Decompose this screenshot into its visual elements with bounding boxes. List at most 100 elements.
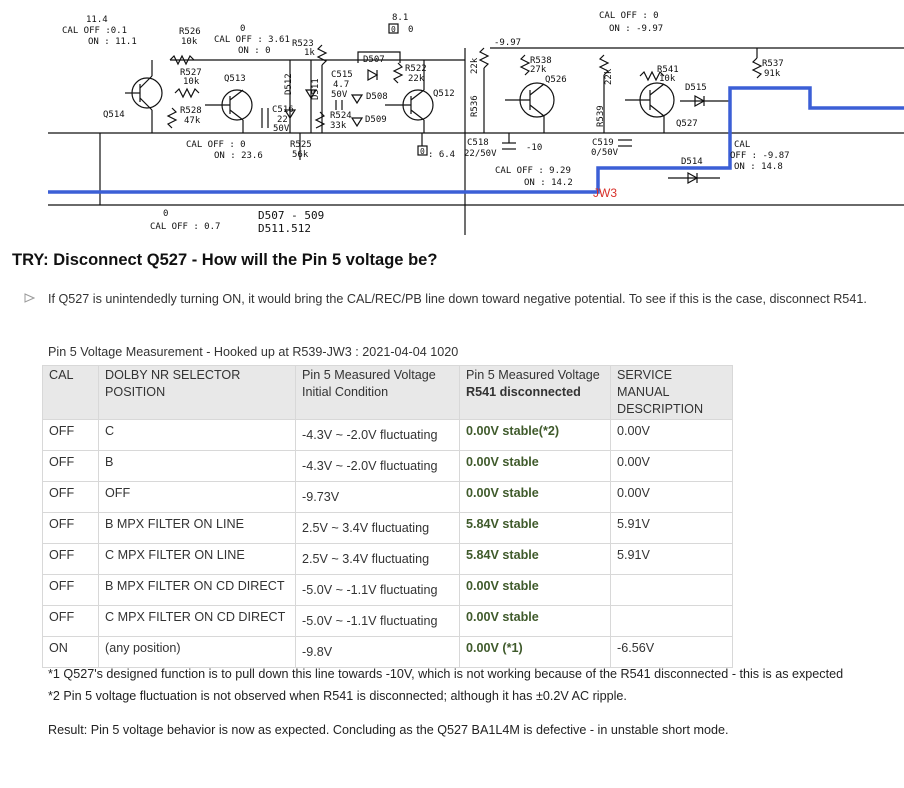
cell-manual-voltage: 5.91V xyxy=(610,512,733,544)
bullet-arrow-icon xyxy=(24,293,35,303)
sch-label: Q526 xyxy=(545,75,567,85)
sch-label: ON : 14.2 xyxy=(524,178,573,188)
sch-label: 10k xyxy=(181,37,198,47)
cell-initial-voltage: 2.5V ~ 3.4V fluctuating xyxy=(295,512,460,544)
sch-label: CAL OFF : 0.7 xyxy=(150,222,220,232)
cell-initial-voltage: -5.0V ~ -1.1V fluctuating xyxy=(295,605,460,637)
sch-label: Q513 xyxy=(224,74,246,84)
cell-disconnected-voltage: 0.00V stable(*2) xyxy=(459,419,611,451)
cell-position: C MPX FILTER ON LINE xyxy=(98,543,296,575)
table-caption: Pin 5 Voltage Measurement - Hooked up at… xyxy=(48,345,459,359)
sch-label: R537 xyxy=(762,59,784,69)
sch-label: C515 xyxy=(331,70,353,80)
col-header-dolby: DOLBY NR SELECTOR POSITION xyxy=(98,365,296,420)
cell-disconnected-voltage: 0.00V stable xyxy=(459,450,611,482)
cell-cal: OFF xyxy=(42,481,99,513)
sch-label: 0 xyxy=(408,25,413,35)
sch-label: ON : 23.6 xyxy=(214,151,263,161)
cell-cal: OFF xyxy=(42,450,99,482)
sch-label: 50V xyxy=(273,124,290,134)
sch-label: D515 xyxy=(685,83,707,93)
sch-label: R526 xyxy=(179,27,201,37)
table-header-row: CAL DOLBY NR SELECTOR POSITION Pin 5 Mea… xyxy=(42,365,733,420)
sch-label: 91k xyxy=(764,69,781,79)
cell-disconnected-voltage: 5.84V stable xyxy=(459,512,611,544)
sch-label: D508 xyxy=(366,92,388,102)
cell-manual-voltage xyxy=(610,605,733,637)
cell-disconnected-voltage: 0.00V stable xyxy=(459,481,611,513)
cell-cal: ON xyxy=(42,636,99,668)
sch-label: 27k xyxy=(530,65,547,75)
header-line: DESCRIPTION xyxy=(617,402,704,416)
sch-label: R523 xyxy=(292,39,314,49)
sch-label: 22k xyxy=(470,57,480,74)
sch-label: 10k xyxy=(659,74,676,84)
voltage-table: CAL DOLBY NR SELECTOR POSITION Pin 5 Mea… xyxy=(42,365,733,668)
sch-label: R541 xyxy=(657,65,679,75)
sch-label: 4.7 xyxy=(333,80,349,90)
cell-manual-voltage xyxy=(610,574,733,606)
sch-label: CAL xyxy=(734,140,750,150)
sch-label: D514 xyxy=(681,157,703,167)
cell-position: C xyxy=(98,419,296,451)
col-header-cal: CAL xyxy=(42,365,99,420)
sch-label: CAL OFF :0.1 xyxy=(62,26,127,36)
sch-label: CAL OFF : 0 xyxy=(186,140,246,150)
cell-initial-voltage: -4.3V ~ -2.0V fluctuating xyxy=(295,450,460,482)
sch-label: 22/50V xyxy=(464,149,497,159)
sch-label: R539 xyxy=(596,105,606,127)
header-line: R541 disconnected xyxy=(466,385,581,399)
sch-label: 10k xyxy=(183,77,200,87)
sch-label: CAL OFF : 0 xyxy=(599,11,659,21)
sch-label: R536 xyxy=(470,95,480,117)
sch-label: R522 xyxy=(405,64,427,74)
sch-label: R528 xyxy=(180,106,202,116)
footnotes: *1 Q527's designed function is to pull d… xyxy=(48,663,843,707)
sch-label: 0 xyxy=(420,147,425,156)
sch-label: Q512 xyxy=(433,89,455,99)
sch-label: R525 xyxy=(290,140,312,150)
cell-initial-voltage: -9.73V xyxy=(295,481,460,513)
sch-label: 1k xyxy=(304,48,315,58)
sch-label: 0 xyxy=(163,209,168,219)
result-text: Result: Pin 5 voltage behavior is now as… xyxy=(48,723,729,737)
header-line: Pin 5 Measured Voltage xyxy=(466,368,600,382)
sch-label: D512 xyxy=(284,73,294,95)
page-heading: TRY: Disconnect Q527 - How will the Pin … xyxy=(12,251,438,269)
footnote-1: *1 Q527's designed function is to pull d… xyxy=(48,667,844,681)
sch-label: R524 xyxy=(330,111,352,121)
sch-label: 8.1 xyxy=(392,13,408,23)
sch-label: ON : -9.97 xyxy=(609,24,663,34)
sch-label: CAL OFF : 9.29 xyxy=(495,166,571,176)
sch-label: Q527 xyxy=(676,119,698,129)
cell-position: B MPX FILTER ON LINE xyxy=(98,512,296,544)
bullet-paragraph: If Q527 is unintendedly turning ON, it w… xyxy=(48,292,867,306)
cell-disconnected-voltage: 0.00V stable xyxy=(459,605,611,637)
sch-label: 0 xyxy=(391,25,396,34)
cell-disconnected-voltage: 0.00V (*1) xyxy=(459,636,611,668)
sch-label: 33k xyxy=(330,121,347,131)
sch-label: -10 xyxy=(526,143,542,153)
header-line: Initial Condition xyxy=(302,385,389,399)
cell-initial-voltage: -4.3V ~ -2.0V fluctuating xyxy=(295,419,460,451)
sch-label: D507 xyxy=(363,55,385,65)
sch-label: Q514 xyxy=(103,110,125,120)
cell-disconnected-voltage: 5.84V stable xyxy=(459,543,611,575)
sch-label: D511 xyxy=(311,78,321,100)
cell-position: B MPX FILTER ON CD DIRECT xyxy=(98,574,296,606)
cell-position: C MPX FILTER ON CD DIRECT xyxy=(98,605,296,637)
cell-cal: OFF xyxy=(42,512,99,544)
sch-label: ON : 0 xyxy=(238,46,271,56)
sch-label: : 6.4 xyxy=(428,150,455,160)
sch-label: 47k xyxy=(184,116,201,126)
sch-label: 0 xyxy=(240,24,245,34)
cell-position: (any position) xyxy=(98,636,296,668)
